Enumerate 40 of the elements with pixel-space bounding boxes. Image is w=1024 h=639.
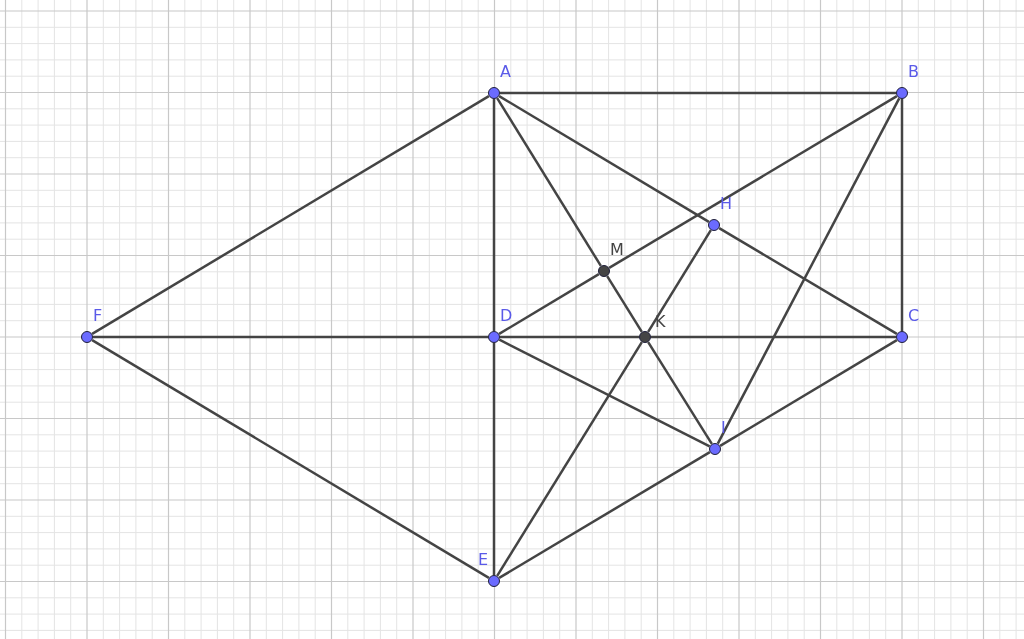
point-marker xyxy=(896,331,908,343)
line-segment xyxy=(496,97,602,267)
point-label: B xyxy=(908,63,919,81)
line-segment xyxy=(500,91,896,95)
point-label: A xyxy=(500,63,511,81)
line-segment xyxy=(91,95,490,335)
point-marker xyxy=(488,331,500,343)
line-segment xyxy=(496,341,643,577)
point-label: I xyxy=(721,419,726,437)
point-marker xyxy=(639,331,651,343)
line-segment xyxy=(651,335,896,339)
line-segment xyxy=(719,339,898,447)
line-segment xyxy=(91,339,490,579)
point-marker xyxy=(896,87,908,99)
line-segment xyxy=(492,343,496,575)
point-label: M xyxy=(610,241,624,259)
line-segment xyxy=(608,95,898,269)
point-marker xyxy=(81,331,93,343)
line-segment xyxy=(718,227,898,335)
point-marker xyxy=(709,443,721,455)
line-segment xyxy=(500,335,639,339)
line-segment xyxy=(606,275,643,333)
line-segment xyxy=(498,451,711,579)
line-segment xyxy=(716,97,901,445)
point-marker xyxy=(488,575,500,587)
line-segment xyxy=(498,338,711,448)
line-segment xyxy=(492,99,496,331)
point-label: E xyxy=(478,551,489,569)
line-segment xyxy=(498,95,710,223)
point-label: D xyxy=(500,307,513,325)
point-marker xyxy=(708,219,720,231)
point-label: F xyxy=(93,307,103,325)
line-segment xyxy=(647,341,713,445)
line-segment xyxy=(93,335,488,339)
point-label: H xyxy=(720,195,733,213)
line-segment xyxy=(647,229,712,333)
point-label: C xyxy=(908,307,920,325)
point-marker xyxy=(488,87,500,99)
line-segment xyxy=(900,99,904,331)
line-segment xyxy=(498,273,600,335)
